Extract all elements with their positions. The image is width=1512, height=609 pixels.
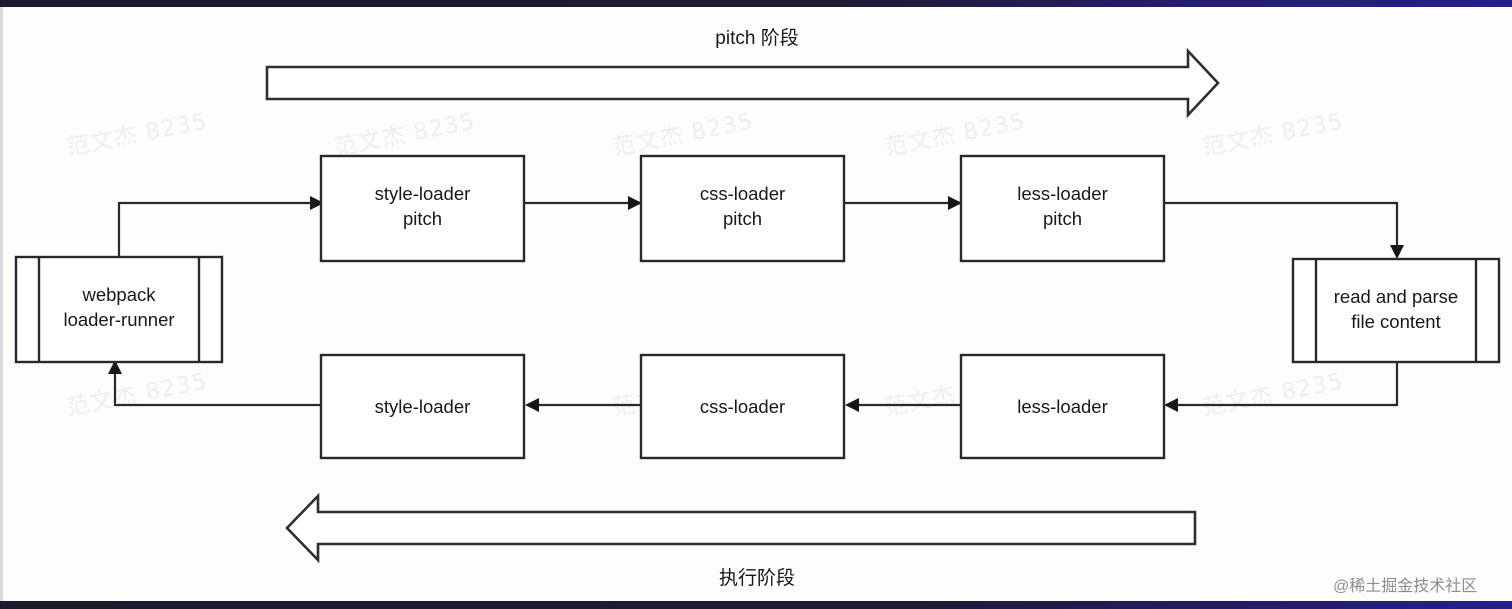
node-less-loader[interactable]: [959, 353, 1166, 460]
node-read-and-parse-file-content[interactable]: [1291, 257, 1501, 364]
node-label-less-loader: less-loader: [1017, 396, 1108, 417]
window-chrome-left-edge: [0, 7, 3, 601]
connector-style-loader-to-runner: [108, 360, 321, 407]
node-label-style-loader: style-loader: [374, 396, 471, 417]
node-less-loader-pitch[interactable]: [959, 154, 1166, 263]
connector-less-pitch-to-reader: [1164, 201, 1404, 259]
node-style-loader-pitch[interactable]: [319, 154, 526, 263]
node-style-loader[interactable]: [319, 353, 526, 460]
connector-css-pitch-to-less-pitch: [844, 196, 962, 210]
node-label-webpack-loader-runner: webpack loader-runner: [63, 284, 175, 330]
connector-css-loader-to-style-loader: [525, 398, 640, 412]
pitch-direction-arrow: [265, 47, 1220, 119]
flow-diagram: [14, 47, 1501, 564]
connector-reader-to-less-loader: [1164, 362, 1399, 412]
phase-label-pitch: pitch 阶段: [715, 28, 799, 49]
node-label-less-loader-pitch: less-loader pitch: [1017, 183, 1108, 229]
connector-style-pitch-to-css-pitch: [524, 196, 642, 210]
connector-runner-to-style-pitch: [117, 196, 324, 257]
window-chrome-top: [0, 0, 1512, 7]
diagram-canvas: 范文杰 8235 范文杰 8235 范文杰 8235 范文杰 8235 范文杰 …: [3, 7, 1512, 601]
window-chrome-bottom: [0, 601, 1512, 609]
node-label-css-loader-pitch: css-loader pitch: [699, 183, 786, 229]
node-css-loader-pitch[interactable]: [639, 154, 846, 263]
connector-less-loader-to-css-loader: [845, 398, 960, 412]
source-credit: @稀土掘金技术社区: [1333, 578, 1478, 595]
node-webpack-loader-runner[interactable]: [14, 255, 224, 364]
phase-label-execute: 执行阶段: [718, 568, 795, 589]
node-label-css-loader: css-loader: [699, 396, 786, 417]
execute-direction-arrow: [285, 492, 1197, 564]
node-css-loader[interactable]: [639, 353, 846, 460]
node-label-read-and-parse-file-content: read and parse file content: [1333, 286, 1459, 332]
node-label-style-loader-pitch: style-loader pitch: [374, 183, 471, 229]
